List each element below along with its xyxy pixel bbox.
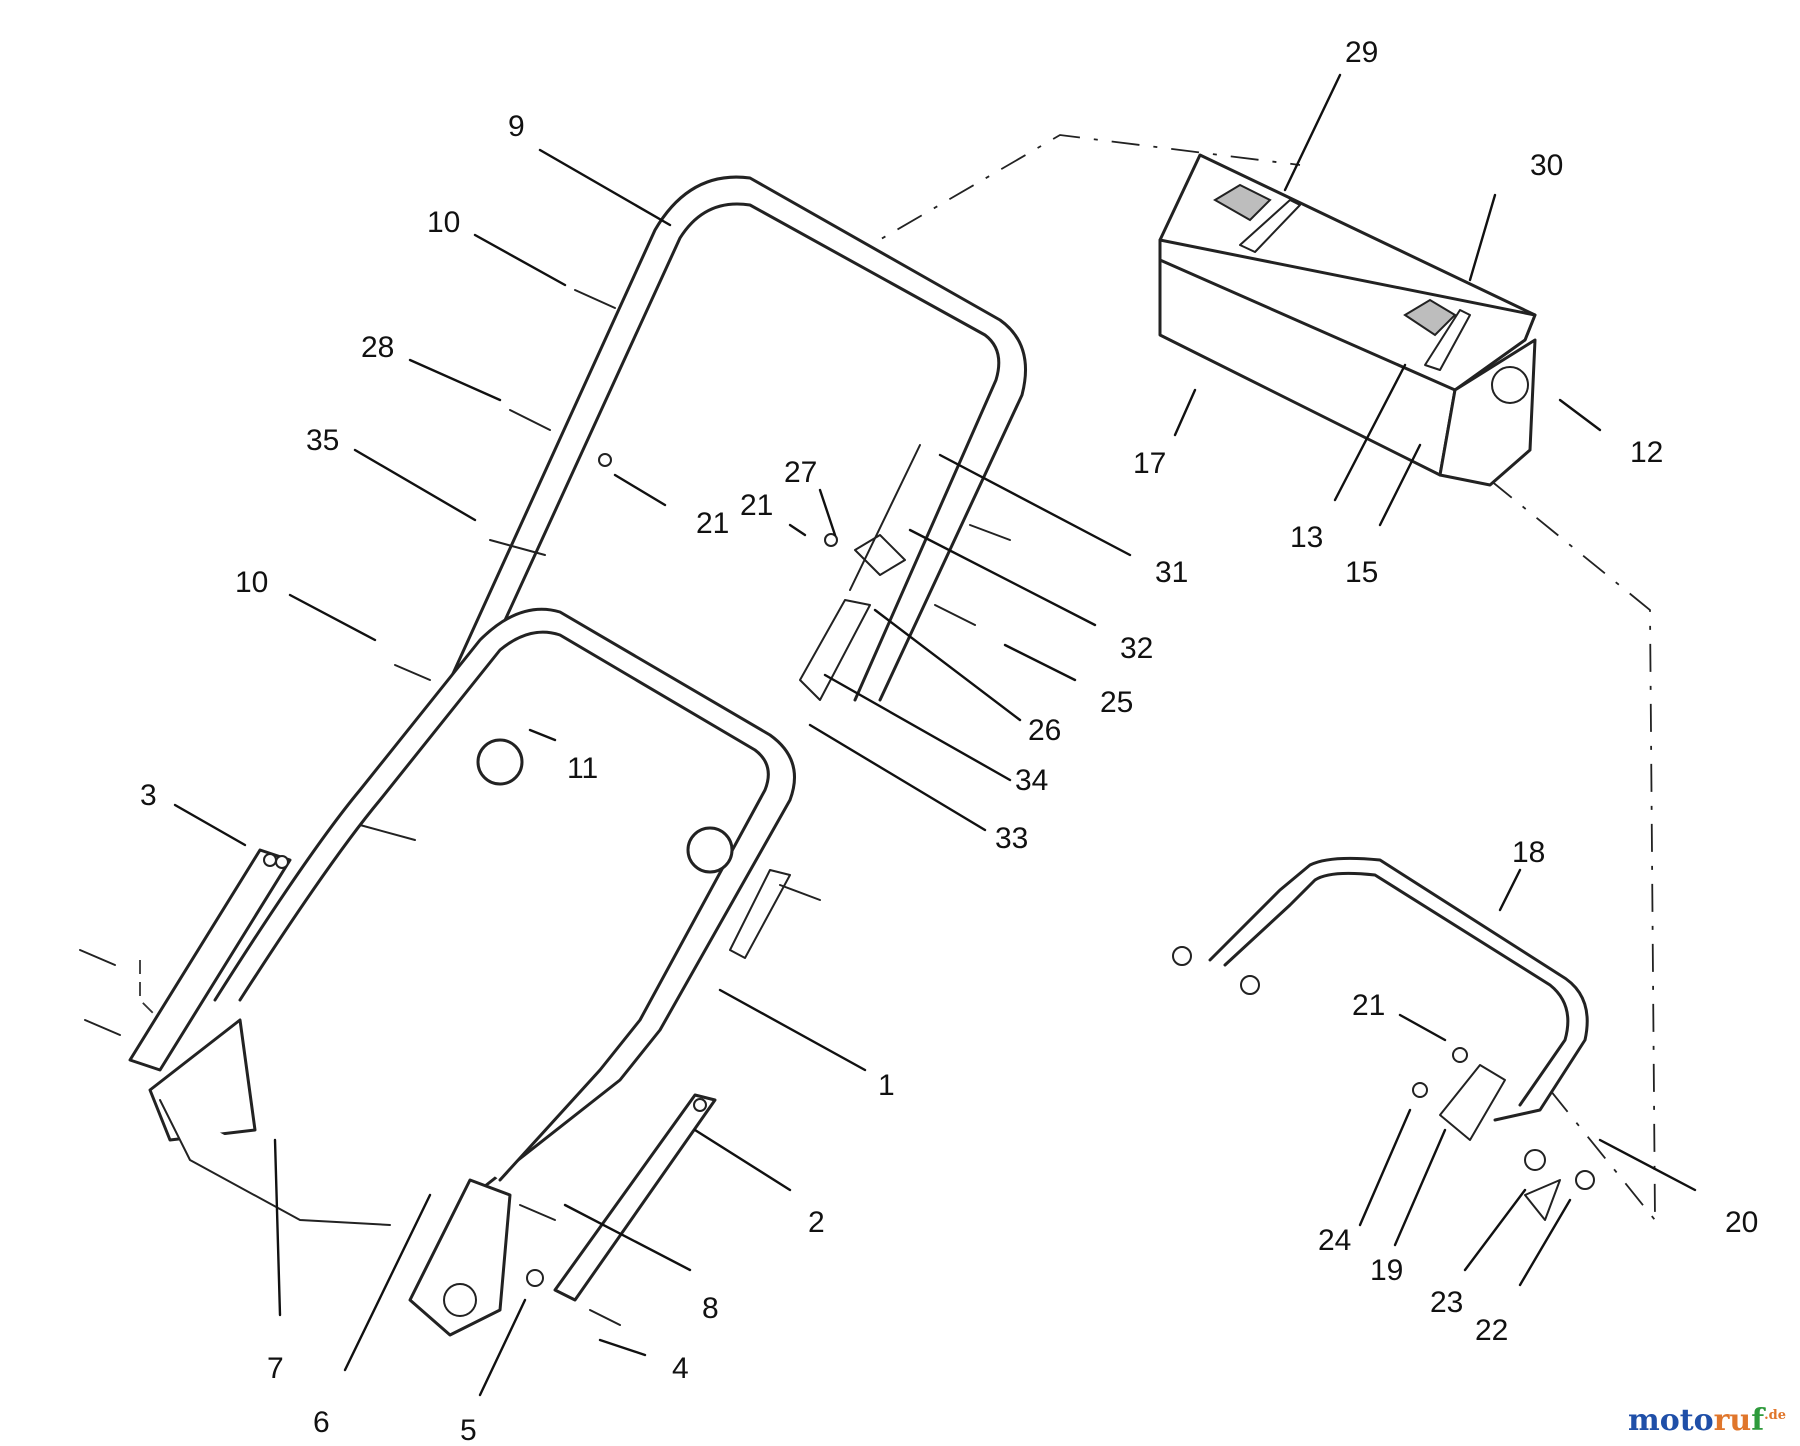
callout-13: 13 <box>1290 521 1323 554</box>
callout-20: 20 <box>1725 1206 1758 1239</box>
callout-25: 25 <box>1100 686 1133 719</box>
callout-21-mid: 21 <box>740 489 773 522</box>
callout-2: 2 <box>808 1206 825 1239</box>
callout-24: 24 <box>1318 1224 1351 1257</box>
callout-27: 27 <box>784 456 817 489</box>
bail-assembly <box>1172 856 1595 1221</box>
callout-34: 34 <box>1015 764 1048 797</box>
callout-9: 9 <box>508 110 525 143</box>
callout-12: 12 <box>1630 436 1663 469</box>
callout-10-top: 10 <box>427 206 460 239</box>
lower-handle <box>213 599 871 1192</box>
callout-29: 29 <box>1345 36 1378 69</box>
callout-33: 33 <box>995 822 1028 855</box>
callout-23: 23 <box>1430 1286 1463 1319</box>
callout-7: 7 <box>267 1352 284 1385</box>
callout-1: 1 <box>878 1069 895 1102</box>
callout-32: 32 <box>1120 632 1153 665</box>
callout-labels: 29 9 30 10 28 12 17 21 27 21 35 31 13 15… <box>140 36 1758 1446</box>
callout-5: 5 <box>460 1414 477 1446</box>
callout-19: 19 <box>1370 1254 1403 1287</box>
hardware <box>79 289 1011 1326</box>
callout-15: 15 <box>1345 556 1378 589</box>
callout-21-left: 21 <box>696 507 729 540</box>
callout-4: 4 <box>672 1352 689 1385</box>
callout-21-right: 21 <box>1352 989 1385 1022</box>
callout-22: 22 <box>1475 1314 1508 1347</box>
callout-8: 8 <box>702 1292 719 1325</box>
motoruf-watermark: motoruf.de <box>1628 1403 1786 1438</box>
callout-18: 18 <box>1512 836 1545 869</box>
watermark-text: motoruf <box>1627 1403 1765 1438</box>
callout-30: 30 <box>1530 149 1563 182</box>
callout-6: 6 <box>313 1406 330 1439</box>
callout-26: 26 <box>1028 714 1061 747</box>
callout-35: 35 <box>306 424 339 457</box>
callout-31: 31 <box>1155 556 1188 589</box>
callout-10-mid: 10 <box>235 566 268 599</box>
knobs <box>476 738 734 874</box>
control-panel <box>1158 153 1537 487</box>
callout-11: 11 <box>567 752 598 785</box>
callout-17: 17 <box>1133 447 1166 480</box>
watermark-suffix: .de <box>1764 1408 1786 1423</box>
callout-3: 3 <box>140 779 157 812</box>
callout-28: 28 <box>361 331 394 364</box>
leader-lines <box>173 73 1697 1397</box>
